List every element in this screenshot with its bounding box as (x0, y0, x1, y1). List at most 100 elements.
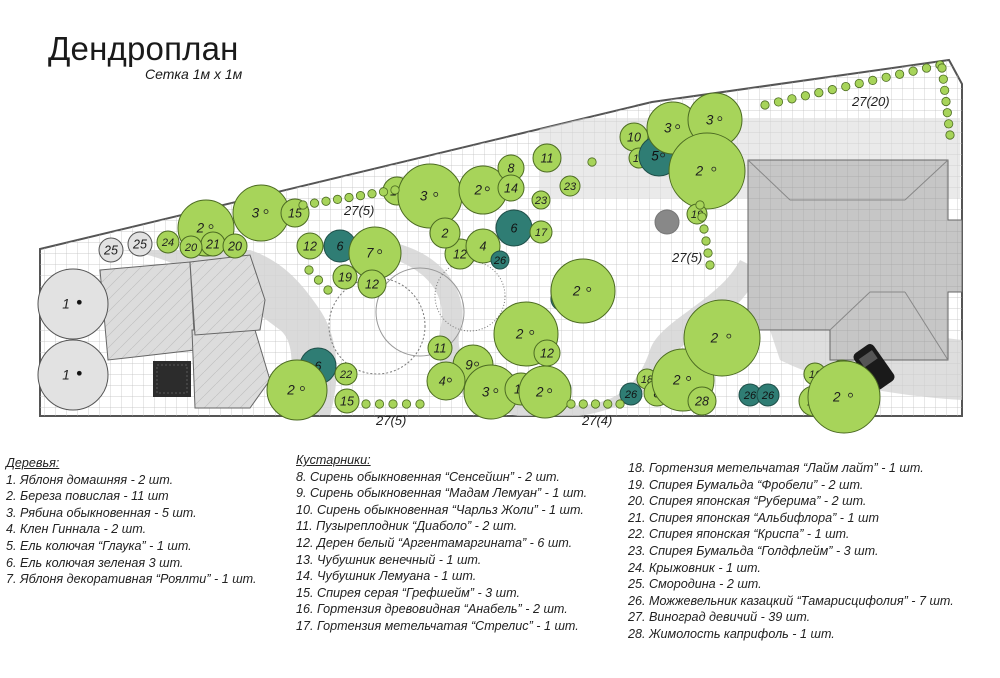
plant-marker: 4 (465, 228, 501, 264)
plant-number-label: 8 (508, 161, 515, 175)
trunk-dot (726, 333, 732, 339)
plant-crown (756, 383, 780, 407)
trunk-dot (493, 388, 499, 394)
plant-marker: 1 (37, 268, 109, 340)
plant-marker: 2 (683, 299, 761, 377)
trunk-dot (586, 286, 592, 292)
plant-marker: 17 (529, 220, 553, 244)
legend-item: 15. Спирея серая “Грефшейм” - 3 шт. (296, 585, 520, 600)
plant-crown (222, 233, 248, 259)
plant-number-label: 2 (695, 164, 704, 179)
paved-path (120, 250, 337, 415)
trunk-dot (76, 299, 82, 305)
vine-bead (942, 108, 952, 118)
vine-bead (940, 85, 950, 95)
plant-marker: 4 (426, 361, 466, 401)
vine-bead (941, 96, 951, 107)
plant-number-label: 1 (62, 368, 70, 383)
plant-marker: 2 (668, 132, 746, 210)
plant-crown (531, 190, 551, 210)
trunk-dot (711, 166, 717, 172)
plant-marker: 25 (127, 231, 153, 257)
trunk-dot (474, 361, 480, 367)
legend-item: 14. Чубушник Лемуана - 1 шт. (296, 569, 477, 584)
legend-item: 25. Смородина - 2 шт. (628, 577, 762, 592)
legend-item: 20. Спирея японская “Руберима” - 2 шт. (628, 494, 867, 509)
vine-bead (881, 72, 891, 82)
plant-number-label: 19 (338, 270, 352, 284)
vine-bead (854, 78, 864, 89)
vines-layer (298, 60, 955, 409)
vine-bead (868, 75, 878, 85)
plant-number-label: 2 (473, 183, 482, 198)
vine-bead (590, 399, 601, 409)
plant-number-label: 2 (572, 284, 581, 299)
plant-marker: 22 (334, 362, 358, 386)
plant-marker: 12 (533, 339, 561, 367)
plant-marker: 2 (550, 258, 616, 324)
curved-walkway (380, 240, 760, 416)
legend-item: 28. Жимолость каприфоль - 1 шт. (628, 626, 835, 641)
vine-bead (944, 119, 954, 129)
plant-crown (683, 299, 761, 377)
plant-number-label: 3 (706, 113, 714, 128)
legend-item: 11. Пузыреплодник “Диаболо” - 2 шт. (296, 519, 518, 534)
plant-crown (357, 269, 387, 299)
dendroplan-map: 1125252422120203151267191213321242661781… (37, 58, 963, 434)
trunk-dot (547, 388, 553, 394)
plant-number-label: 12 (365, 277, 379, 291)
vine-bead (390, 185, 400, 195)
legend-item: 10. Сирень обыкновенная “Чарльз Жоли” - … (296, 502, 584, 517)
plant-number-label: 15 (288, 206, 302, 220)
plant-marker: 23 (531, 190, 551, 210)
trunk-dot (529, 329, 535, 335)
legend-item: 5. Ель колючая “Глаука” - 1 шт. (6, 538, 192, 553)
plant-number-label: 3 (420, 189, 428, 204)
plant-crown (426, 361, 466, 401)
plant-crown (619, 382, 643, 406)
plant-marker: 2 (458, 165, 508, 215)
plant-crown (807, 360, 881, 434)
plant-crown (668, 132, 746, 210)
legend-shrubs-continued: 18. Гортензия метельчатая “Лайм лайт” - … (628, 460, 954, 643)
plant-crown (490, 250, 510, 270)
vine-bead (699, 224, 709, 234)
vine-label: 27(5) (343, 203, 374, 218)
legend-item: 1. Яблоня домашняя - 2 шт. (6, 472, 174, 487)
plant-marker: 2 (807, 360, 881, 434)
trunk-dot (377, 249, 383, 255)
vine-bead (938, 74, 948, 84)
vine-bead (787, 94, 797, 104)
plant-number-label: 2 (710, 331, 719, 346)
plant-marker: 1 (37, 339, 109, 411)
plant-number-label: 3 (664, 121, 672, 136)
vine-bead (578, 399, 588, 409)
plant-crown (497, 174, 525, 202)
plant-number-label: 20 (227, 239, 242, 253)
plant-marker: 2 (518, 365, 572, 419)
legend-item: 13. Чубушник венечный - 1 шт. (296, 552, 482, 567)
vine-bead (344, 192, 354, 203)
vine-bead (355, 191, 366, 201)
vine-bead (908, 66, 918, 76)
vine-labels: 27(20) 27(5) 27(5) 27(5) 27(4) (343, 94, 890, 428)
plant-marker: 26 (490, 250, 510, 270)
plant-number-label: 11 (541, 151, 554, 165)
plant-crown (559, 175, 581, 197)
vine-bead (388, 399, 398, 409)
plant-crown (37, 268, 109, 340)
legend-heading: Кустарники: (296, 453, 371, 467)
trunk-dot (686, 376, 691, 381)
plant-crown (127, 231, 153, 257)
plant-number-label: 7 (366, 246, 374, 261)
plant-number-label: 6 (315, 359, 322, 373)
plant-marker: 23 (559, 175, 581, 197)
legend-item: 21. Спирея японская “Альбифлора” - 1 шт (628, 510, 879, 525)
trunk-dot (717, 116, 723, 122)
plant-number-label: 23 (534, 195, 548, 207)
car (853, 344, 895, 390)
plant-number-label: 12 (453, 247, 467, 261)
vine-bead (313, 275, 324, 285)
plant-number-label: 14 (504, 181, 518, 195)
plant-number-label: 25 (132, 237, 147, 251)
